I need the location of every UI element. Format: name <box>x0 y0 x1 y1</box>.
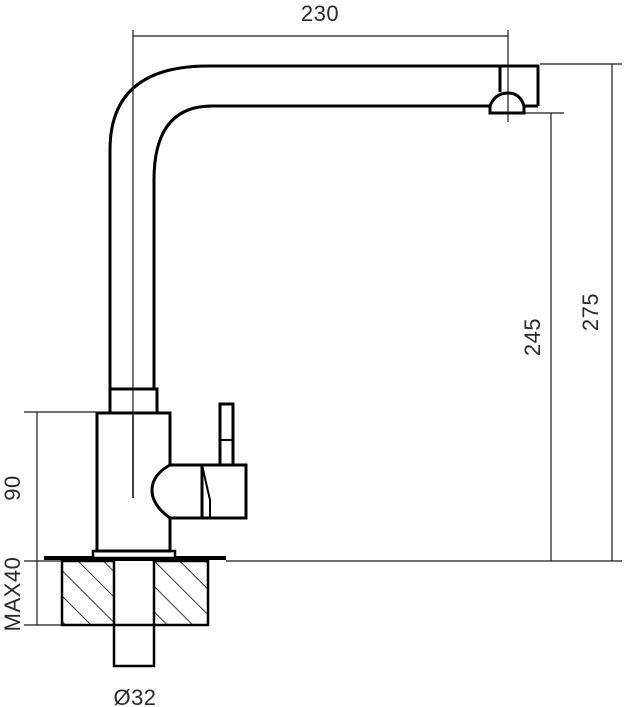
dim-pipe-diameter-label: Ø32 <box>113 685 156 707</box>
dim-width-label: 230 <box>301 1 339 26</box>
countertop <box>60 559 210 627</box>
dim-total-height-label: 275 <box>578 293 603 331</box>
dim-spout-height-label: 245 <box>520 318 545 356</box>
mounting-pipe <box>112 623 156 668</box>
dimension-lines <box>24 30 622 626</box>
dim-deck-max-label: MAX40 <box>0 557 25 632</box>
handle <box>150 402 248 520</box>
spout <box>108 64 540 389</box>
dim-body-height-label: 90 <box>0 475 25 500</box>
